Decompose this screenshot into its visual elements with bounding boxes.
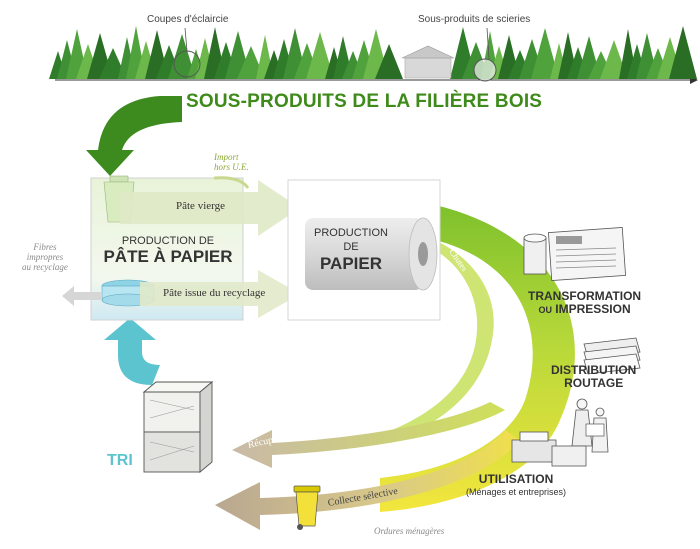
newspaper-stack-icon	[583, 337, 641, 375]
label-ordures: Ordures ménagères	[374, 526, 445, 536]
magnifier-icon	[473, 58, 497, 82]
fibres-arrow	[62, 286, 102, 306]
paper-bales-icon	[142, 381, 214, 473]
label-coupes: Coupes d'éclaircie	[147, 14, 229, 25]
title-utilisation: UTILISATION (Ménages et entreprises)	[466, 472, 567, 498]
paper-roll-icon	[305, 217, 438, 291]
title-distribution: DISTRIBUTION ROUTAGE	[551, 363, 637, 390]
title-production-papier: PRODUCTION DE PAPIER	[314, 227, 388, 273]
label-pate-recyclage: Pâte issue du recyclage	[163, 287, 266, 299]
printer-icon	[511, 431, 587, 467]
title-transformation: TRANSFORMATION OU IMPRESSION	[528, 289, 642, 316]
label-fibres: Fibres impropres au recyclage	[22, 242, 68, 272]
yellow-bin-icon	[293, 485, 321, 530]
label-tri: TRI	[107, 452, 133, 469]
label-pate-vierge: Pâte vierge	[176, 200, 225, 212]
tree-icon	[306, 32, 334, 79]
people-reading-icon	[571, 398, 609, 453]
forest-strip	[49, 26, 698, 84]
sawmill-icon	[404, 57, 452, 79]
tree-icon	[375, 44, 403, 79]
label-import: Import hors U.E.	[214, 152, 249, 172]
title-production-pate: PRODUCTION DE PÂTE À PAPIER	[103, 235, 233, 266]
sorting-arrow	[104, 318, 160, 385]
virgin-pulp-arrow	[120, 180, 300, 236]
recycled-pulp-arrow	[140, 270, 300, 318]
label-sous-produits-scieries: Sous-produits de scieries	[418, 14, 531, 25]
print-products-icon	[523, 227, 627, 281]
tree-icon	[669, 26, 697, 79]
collection-arrow	[215, 430, 520, 530]
recovery-arrow	[232, 402, 505, 468]
tree-icon	[531, 28, 559, 79]
main-title: SOUS-PRODUITS DE LA FILIÈRE BOIS	[186, 91, 543, 112]
wood-input-arrow	[86, 96, 182, 176]
